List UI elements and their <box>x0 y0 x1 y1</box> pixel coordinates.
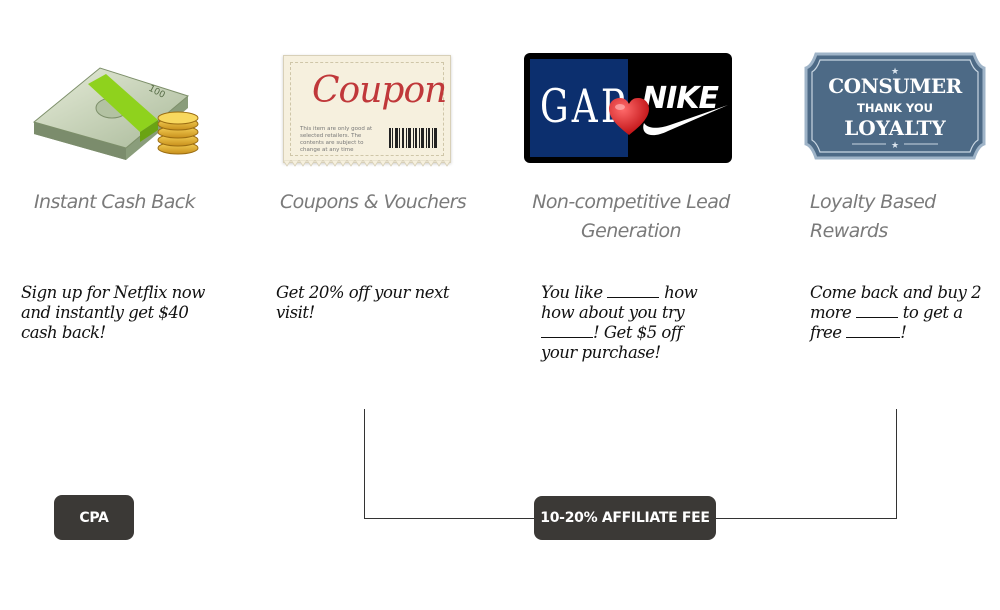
description-lead-generation: You like how how about you try ! Get $5 … <box>541 283 698 362</box>
blank-line <box>855 303 898 318</box>
affiliate-fee-badge: 10-20% AFFILIATE FEE <box>534 496 716 540</box>
loyalty-badge-icon: ★ ★ CONSUMER THANK YOU LOYALTY <box>802 50 988 162</box>
description-cash-back: Sign up for Netflix now and instantly ge… <box>21 283 205 342</box>
svg-text:★: ★ <box>891 141 899 151</box>
coupon-word: Coupon <box>312 70 447 111</box>
heart-icon <box>609 98 649 135</box>
svg-text:★: ★ <box>891 67 899 77</box>
column-title-cash-back: Instant Cash Back <box>34 191 196 213</box>
blank-line <box>846 323 901 338</box>
cash-stack-icon: 100 <box>32 67 199 160</box>
cpa-badge: CPA <box>54 495 134 540</box>
connector-right-vertical <box>896 409 897 519</box>
barcode-icon <box>389 128 437 148</box>
connector-left-vertical <box>364 409 365 519</box>
loyalty-badge-line2: THANK YOU <box>857 101 933 115</box>
blank-line <box>607 283 660 298</box>
nike-swoosh-icon <box>643 105 728 136</box>
column-title-coupons: Coupons & Vouchers <box>280 191 467 213</box>
column-title-lead-generation: Non-competitive Lead Generation <box>532 191 730 242</box>
coupon-icon: Coupon This item are only good at select… <box>283 55 451 163</box>
coupon-zigzag-edge <box>283 160 451 167</box>
nike-logo-text: NIKE <box>642 81 719 116</box>
loyalty-badge-line3: LOYALTY <box>844 116 946 140</box>
loyalty-badge-line1: CONSUMER <box>828 74 962 98</box>
column-title-loyalty: Loyalty Based Rewards <box>810 191 936 242</box>
gap-nike-logo-icon: GAP NIKE <box>524 53 732 163</box>
description-coupons: Get 20% off your next visit! <box>276 283 449 322</box>
description-loyalty: Come back and buy 2 more to get a free ! <box>810 283 982 342</box>
blank-line <box>541 323 593 338</box>
coupon-fine-print: This item are only good at selected reta… <box>300 126 373 153</box>
